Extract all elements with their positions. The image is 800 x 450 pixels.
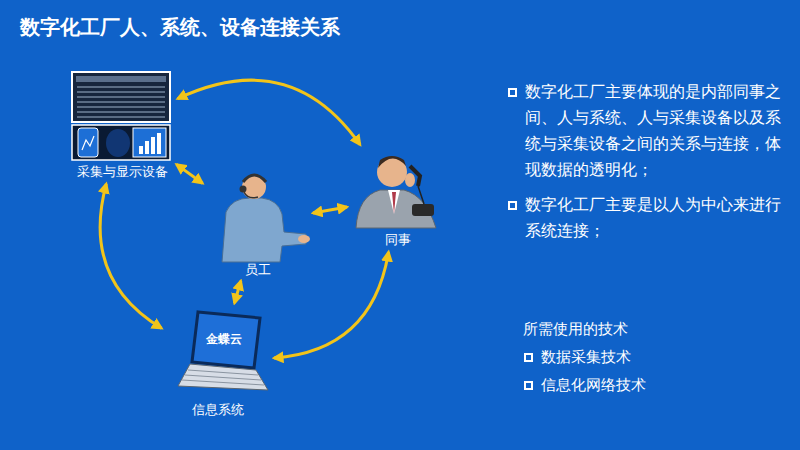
bullet-square — [508, 201, 517, 210]
figure-node: 员工 — [205, 168, 310, 278]
slide-title: 数字化工厂人、系统、设备连接关系 — [20, 14, 340, 41]
bullet-text: 数字化工厂主要体现的是内部同事之间、人与系统、人与采集设备以及系统与采集设备之间… — [525, 79, 787, 183]
section-heading: 所需使用的技术 — [523, 319, 723, 339]
screen-logo-text: 金蝶云 — [206, 331, 256, 347]
double-arrow — [274, 252, 389, 358]
double-arrow — [176, 164, 202, 183]
laptop-figure — [178, 312, 268, 390]
bullet-square — [524, 381, 533, 390]
bullet-square — [524, 353, 533, 362]
figure-node: 采集与显示设备 — [70, 70, 174, 180]
employee-figure — [222, 175, 310, 262]
figure-node: 同事 — [350, 148, 445, 248]
bullet-text: 信息化网络技术 — [541, 375, 741, 395]
double-arrow — [313, 207, 347, 213]
node-label: 员工 — [205, 262, 310, 278]
display-device — [72, 72, 170, 160]
node-label: 同事 — [350, 232, 445, 248]
double-arrow — [234, 281, 240, 303]
bullet-text: 数据采集技术 — [541, 347, 741, 367]
bullet-square — [508, 88, 517, 97]
colleague-figure — [356, 156, 436, 228]
node-label: 信息系统 — [165, 402, 270, 418]
figure-node: 信息系统 — [165, 306, 270, 418]
bullet-text: 数字化工厂主要是以人为中心来进行系统连接； — [525, 192, 787, 244]
node-label: 采集与显示设备 — [70, 164, 174, 180]
double-arrow — [100, 184, 161, 328]
double-arrow — [178, 80, 360, 145]
